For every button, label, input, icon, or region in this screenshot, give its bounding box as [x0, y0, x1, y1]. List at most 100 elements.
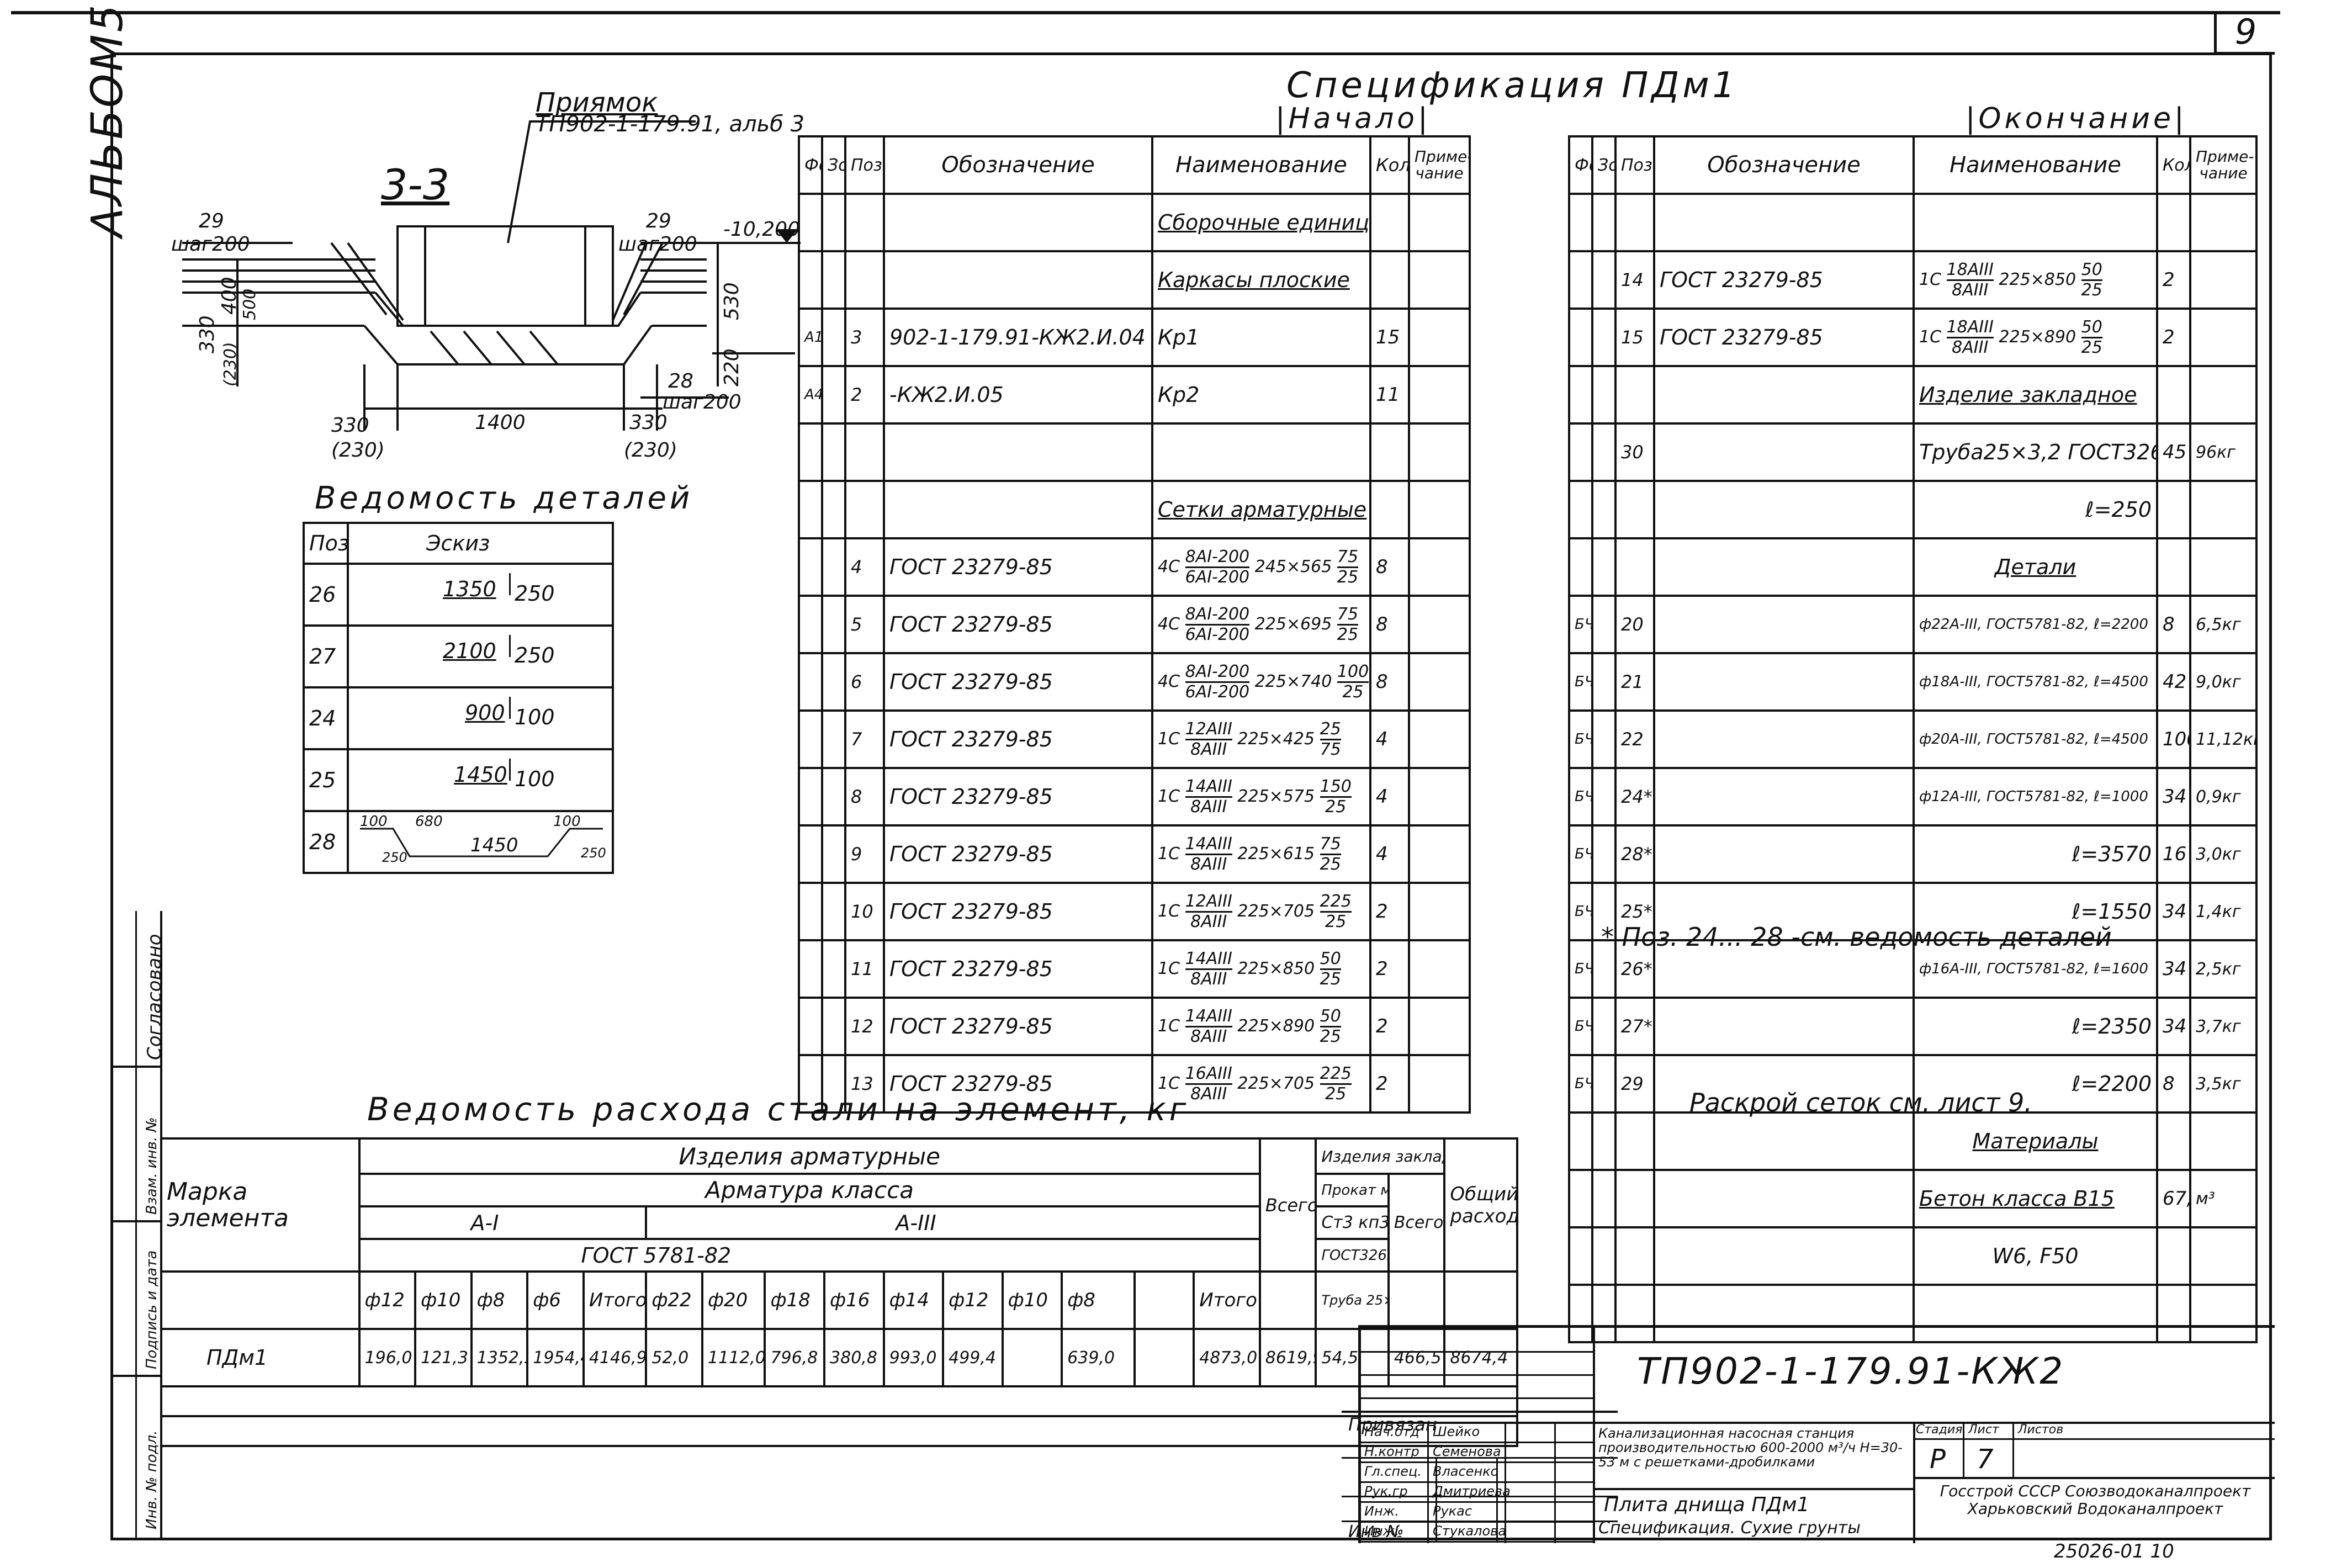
- spec-pos: [844, 250, 885, 310]
- spec-qty: 100: [2156, 709, 2191, 769]
- spec1-header-name: Наименование: [1151, 135, 1371, 195]
- spec1-header-qty: Кол: [1369, 135, 1410, 195]
- steel-val-a1: 4146,9: [582, 1328, 648, 1387]
- steel-header-total2: Всего: [1387, 1173, 1446, 1273]
- spec-qty: [2156, 480, 2191, 539]
- spec-note: 0,9кг: [2189, 767, 2258, 827]
- spec-qty: 15: [1369, 308, 1410, 367]
- spec-note: 11,12кг: [2189, 709, 2258, 769]
- side-stamp-agreed: Согласовано: [144, 934, 166, 1060]
- steel-col-a1: Итого: [582, 1270, 648, 1330]
- spec-note: [1408, 308, 1471, 367]
- spec-designation: -КЖ2.И.05: [883, 365, 1153, 425]
- stamp-name: Шейко: [1433, 1424, 1480, 1439]
- spec-designation: ГОСТ 23279-85: [883, 1054, 1153, 1114]
- spec-zone: [1591, 824, 1617, 884]
- spec-pos: 28*: [1614, 824, 1655, 884]
- spec-name: [1913, 193, 2158, 252]
- spec-format: [798, 595, 823, 654]
- spec-designation: [1653, 595, 1915, 654]
- details-title: Ведомость деталей: [315, 480, 693, 516]
- title-block-sheet: 7: [1977, 1444, 1994, 1475]
- dim-left-step: шаг200: [171, 233, 250, 256]
- spec-designation: ГОСТ 23279-85: [883, 595, 1153, 654]
- spec-format: [1568, 1226, 1593, 1286]
- spec-zone: [821, 1054, 846, 1114]
- spec-note: [1408, 709, 1471, 769]
- spec-name: Материалы: [1913, 1111, 2158, 1171]
- spec-note: [1408, 939, 1471, 999]
- stamp-name: Стукалова: [1433, 1523, 1507, 1539]
- drawing-frame: [110, 52, 2272, 1540]
- spec-name: ф12А-III, ГОСТ5781-82, ℓ=1000: [1913, 767, 2158, 827]
- spec-zone: [821, 480, 846, 539]
- spec-note: [1408, 652, 1471, 712]
- steel-col-a3: [1133, 1270, 1195, 1330]
- spec-qty: 2: [2156, 308, 2191, 367]
- spec-note: 1,4кг: [2189, 882, 2258, 941]
- spec-pos: 29: [1614, 1054, 1655, 1114]
- stamp-name: Рукас: [1433, 1503, 1472, 1519]
- spec-zone: [821, 193, 846, 252]
- spec-qty: 34: [2156, 882, 2191, 941]
- dim-w330b: 330: [629, 411, 668, 434]
- spec2-header-note: Приме-чание: [2189, 135, 2258, 195]
- steel-mark: ПДм1: [160, 1328, 361, 1387]
- title-block-item2: Спецификация. Сухие грунты: [1598, 1518, 1861, 1538]
- spec-qty: [1369, 193, 1410, 252]
- spec-name: ℓ=250: [1913, 480, 2158, 539]
- pit-label: Приямок: [536, 87, 658, 118]
- spec-format: [798, 193, 823, 252]
- spec-designation: [1653, 1226, 1915, 1286]
- bottom-code: 25026-01 10: [2054, 1540, 2174, 1562]
- spec-format: [1568, 537, 1593, 597]
- spec-name: ф18А-III, ГОСТ5781-82, ℓ=4500: [1913, 652, 2158, 712]
- spec-pos: 9: [844, 824, 885, 884]
- spec1-subtitle: |Начало|: [1275, 102, 1431, 135]
- spec-designation: [1653, 365, 1915, 425]
- spec-row: Сетки арматурные: [798, 480, 1471, 539]
- spec-format: БЧ: [1568, 824, 1593, 884]
- spec-note: [2189, 308, 2258, 367]
- spec-zone: [821, 250, 846, 310]
- spec-pos: 21: [1614, 652, 1655, 712]
- section-label: 3-3: [381, 160, 450, 209]
- pit-ref: ТП902-1-179.91, альб 3: [536, 112, 805, 137]
- spec-row: ℓ=250: [1568, 480, 2258, 539]
- spec-designation: ГОСТ 23279-85: [883, 882, 1153, 941]
- spec-note: [1408, 537, 1471, 597]
- spec-note: [2189, 193, 2258, 252]
- spec-name: Каркасы плоские: [1151, 250, 1371, 310]
- top-border-line: [11, 11, 2280, 14]
- steel-header-a1: А-I: [358, 1205, 648, 1240]
- spec-zone: [821, 939, 846, 999]
- spec-pos: [844, 193, 885, 252]
- spec-note: 3,0кг: [2189, 824, 2258, 884]
- spec-zone: [1591, 709, 1617, 769]
- side-stamp: Согласовано Взам. инв. № Подпись и дата …: [110, 911, 166, 1540]
- spec-note: 3,5кг: [2189, 1054, 2258, 1114]
- title-block-stage: Р: [1930, 1444, 1946, 1475]
- attached-label: Привязан: [1348, 1414, 1437, 1435]
- side-stamp-replace: Взам. инв. №: [144, 1117, 160, 1215]
- spec-pos: [1614, 193, 1655, 252]
- spec-zone: [1591, 767, 1617, 827]
- spec-note: [1408, 767, 1471, 827]
- steel-header-prokat: Прокат марки: [1315, 1173, 1390, 1207]
- spec-row: Материалы: [1568, 1111, 2258, 1171]
- spec-name: ф22А-III, ГОСТ5781-82, ℓ=2200: [1913, 595, 2158, 654]
- spec-zone: [821, 767, 846, 827]
- spec-pos: [844, 422, 885, 482]
- spec-qty: [2156, 1111, 2191, 1171]
